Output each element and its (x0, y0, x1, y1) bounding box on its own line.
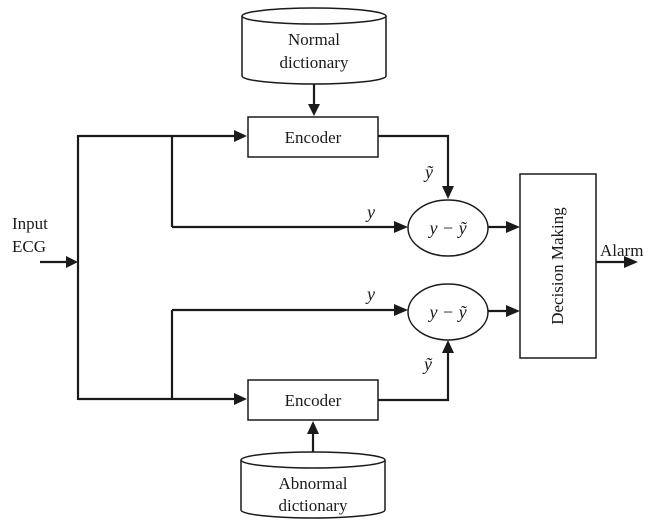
input-label-line2: ECG (12, 237, 46, 256)
dictionary-to-encoder-top-arrowhead (308, 104, 320, 116)
decision-making-label: Decision Making (548, 207, 567, 325)
abnormal-dictionary-label-line2: dictionary (279, 496, 348, 515)
diff-top-to-decision-arrowhead (506, 221, 520, 233)
dictionary-to-encoder-bottom-arrowhead (307, 421, 319, 434)
y-to-diff-bottom-arrowhead (394, 304, 408, 316)
encoder-top-label: Encoder (285, 128, 342, 147)
input-label-line1: Input (12, 214, 48, 233)
encoder-top-to-diff-wire (378, 134, 450, 188)
diff-bottom-to-decision-arrowhead (506, 305, 520, 317)
y-label-top: y (365, 202, 375, 222)
alarm-label: Alarm (600, 241, 643, 260)
input-arrowhead (66, 256, 78, 268)
abnormal-dictionary-label-line1: Abnormal (279, 474, 348, 493)
normal-dictionary-label-line1: Normal (288, 30, 340, 49)
ytilde-label-top: ỹ (423, 162, 434, 182)
y-label-bottom: y (365, 284, 375, 304)
decision-making-box (519, 173, 597, 359)
encoder-bottom-box (247, 379, 379, 421)
ytilde-label-bottom: ỹ (422, 354, 433, 374)
normal-dictionary-cylinder: Normal dictionary (241, 7, 387, 85)
normal-dictionary-label-line2: dictionary (280, 53, 349, 72)
input-to-encoder-top-arrowhead (234, 130, 247, 142)
encoder-top-to-diff-arrowhead (442, 186, 454, 199)
encoder-bottom-label: Encoder (285, 391, 342, 410)
difference-bottom-label: y − ỹ (427, 302, 467, 322)
y-to-diff-top-arrowhead (394, 221, 408, 233)
alarm-arrowhead (624, 256, 638, 268)
difference-top-label: y − ỹ (427, 218, 467, 238)
encoder-bottom-to-diff-arrowhead (442, 340, 454, 353)
input-to-encoder-bottom-arrowhead (234, 393, 247, 405)
abnormal-dictionary-cylinder: Abnormal dictionary (240, 451, 386, 519)
encoder-bottom-to-diff-wire (378, 352, 450, 402)
